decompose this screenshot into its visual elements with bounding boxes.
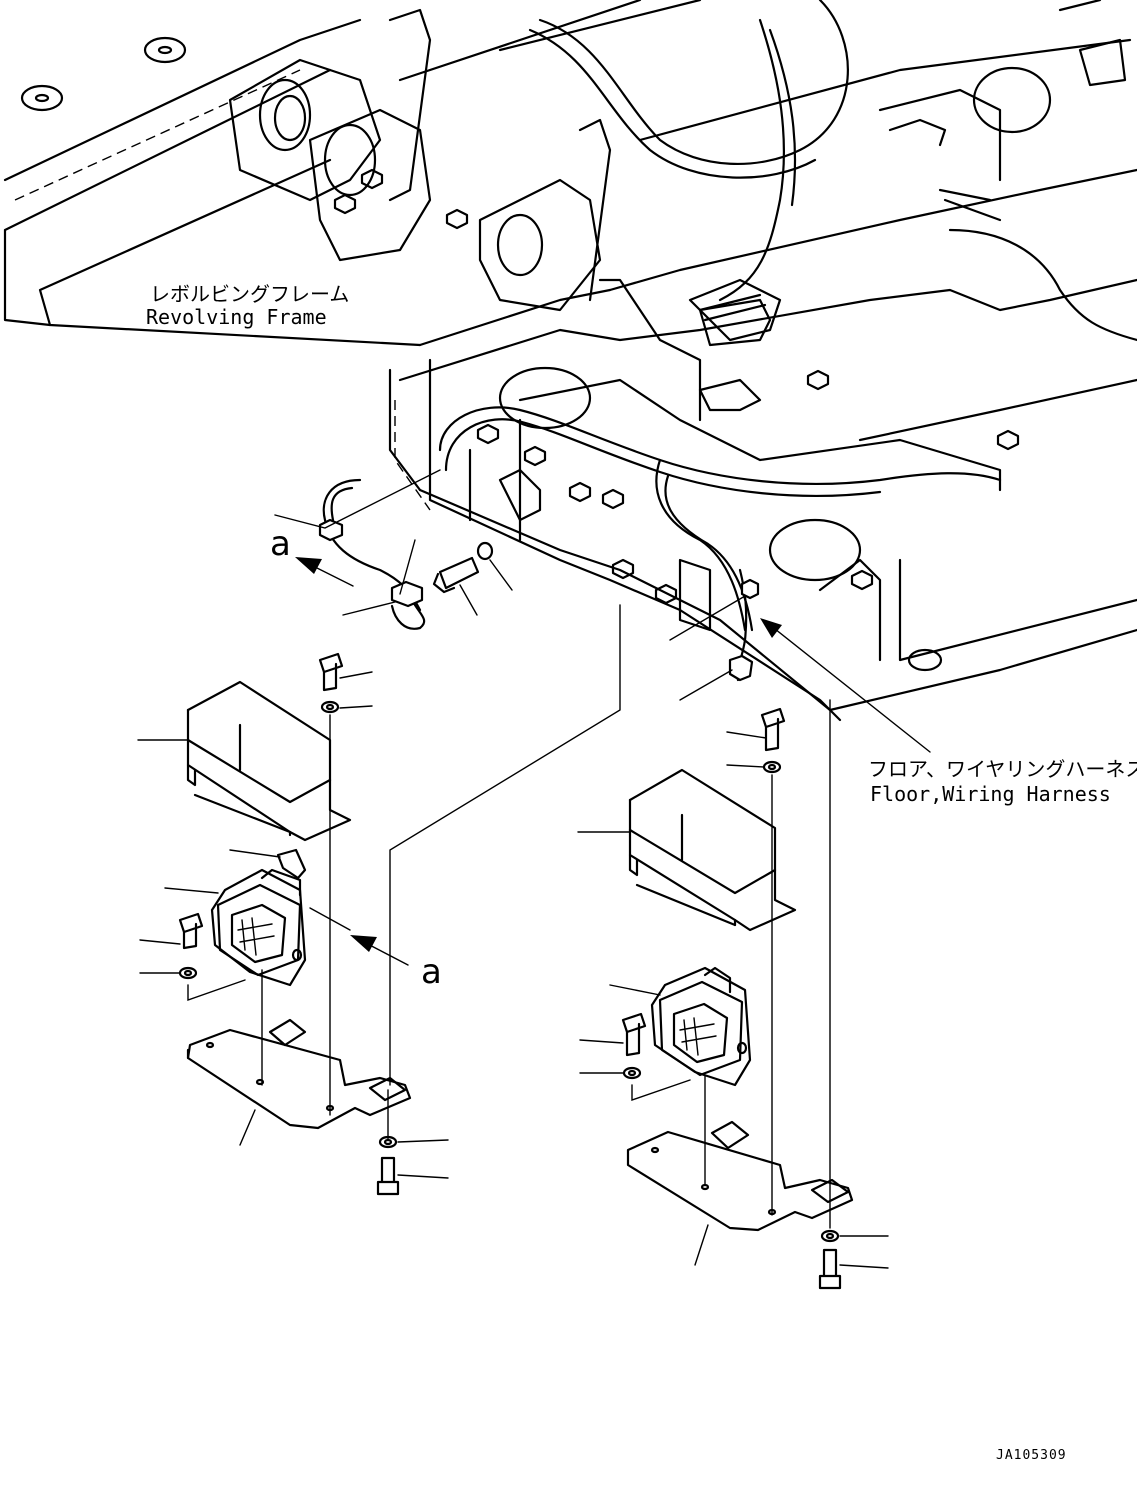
leader-lines [137, 469, 931, 1269]
revolving-frame-label-en: Revolving Frame [146, 305, 327, 329]
arrow-head-top [295, 557, 322, 574]
arrow-head-harness [760, 618, 782, 638]
left-lamp-assembly [178, 652, 412, 1196]
harness-label-en: Floor,Wiring Harness [870, 782, 1111, 806]
right-lamp-assembly [621, 699, 854, 1290]
view-marker-top: a [270, 524, 291, 564]
view-arrows [295, 557, 782, 966]
drawing-code: JA105309 [996, 1448, 1067, 1463]
view-marker-bottom: a [421, 952, 442, 992]
revolving-frame-label-jp: レボルビングフレーム [150, 282, 350, 306]
harness-label-jp: フロア、ワイヤリングハーネス [868, 757, 1137, 781]
revolving-frame [3, 0, 1137, 722]
arrow-head-bottom [350, 935, 377, 952]
